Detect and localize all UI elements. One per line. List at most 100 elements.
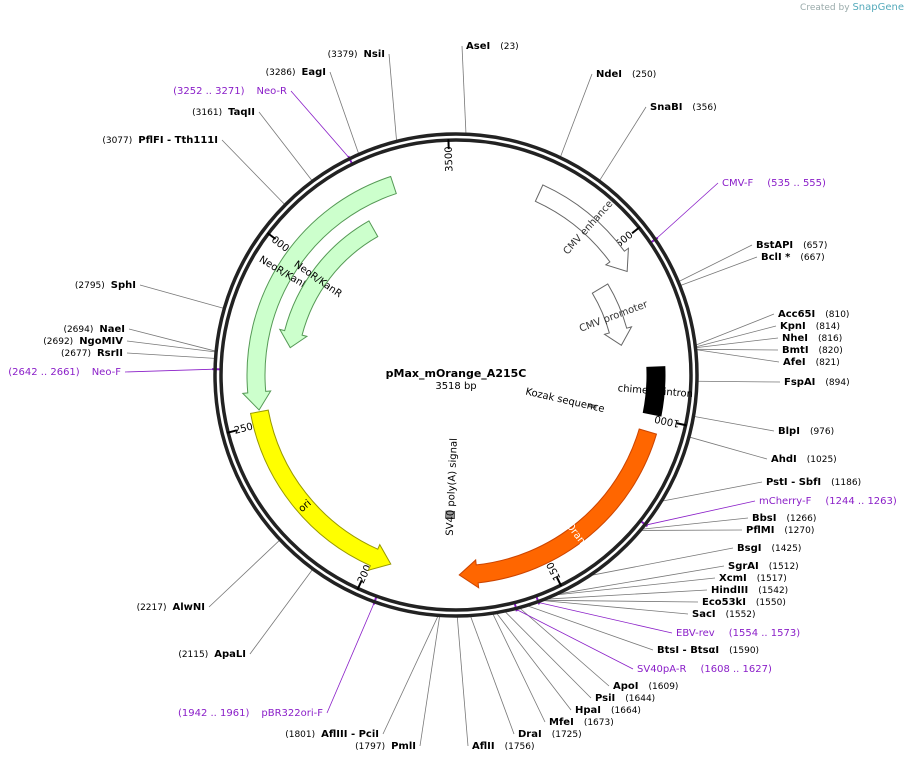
site-name: AlwNI [173,602,206,613]
enzyme-alwni[interactable]: AlwNI(2217) [137,602,205,613]
enzyme-pmli[interactable]: PmlI(1797) [355,741,416,752]
enzyme-leader [696,325,777,348]
enzyme-xcmi[interactable]: XcmI(1517) [719,573,787,584]
primer-cmv-f[interactable]: CMV-F(535 .. 555) [722,178,826,189]
backbone-inner-strand [219,138,693,612]
site-position: (3286) [266,68,296,78]
tick-mark [226,429,238,434]
enzyme-bbsi[interactable]: BbsI(1266) [752,513,816,524]
site-name: HindIII [711,585,748,596]
enzyme-leader [591,547,734,576]
enzyme-snabi[interactable]: SnaBI(356) [650,102,717,113]
enzyme-psti-sbfi[interactable]: PstI - SbfI(1186) [766,477,861,488]
enzyme-bsgi[interactable]: BsgI(1425) [737,543,801,554]
site-position: (2677) [61,349,91,359]
enzyme-leader [678,244,753,282]
enzyme-leader [388,53,397,141]
enzyme-ahdi[interactable]: AhdI(1025) [771,454,837,465]
enzyme-naei[interactable]: NaeI(2694) [63,324,125,335]
site-name: Neo-R [257,86,288,97]
enzyme-fspai[interactable]: FspAI(894) [784,377,850,388]
enzyme-apali[interactable]: ApaLI(2115) [178,649,246,660]
site-position: (1590) [729,646,759,656]
site-position: (1517) [757,574,787,584]
enzyme-blpi[interactable]: BlpI(976) [778,426,834,437]
enzyme-leader [249,569,313,655]
enzyme-leader [382,616,439,735]
site-name: BtsI - BtsαI [657,645,719,656]
enzyme-apoi[interactable]: ApoI(1609) [613,681,678,692]
primer-pbr322ori-f[interactable]: pBR322ori-F(1942 .. 1961) [178,708,323,719]
enzyme-acc65i[interactable]: Acc65I(810) [778,309,849,320]
enzyme-drai[interactable]: DraI(1725) [518,729,582,740]
enzyme-btsi-bts-i[interactable]: BtsI - BtsαI (1590) [657,645,759,656]
enzyme-bcli[interactable]: BclI *(667) [761,252,825,263]
site-name: EBV-rev [676,628,715,639]
site-name: SgrAI [728,561,759,572]
enzyme-leader [689,436,768,460]
site-name: pBR322ori-F [261,708,323,719]
backbone-outer-strand [213,132,699,618]
enzyme-eco53ki[interactable]: Eco53kI (1550) [702,597,786,608]
site-name: SacI [692,609,716,620]
site-position: (2692) [43,337,73,347]
enzyme-asei[interactable]: AseI(23) [466,41,519,52]
tick-mark [631,226,641,235]
primer-leader [655,182,719,240]
enzyme-hpai[interactable]: HpaI(1664) [575,705,641,716]
feature-morange[interactable] [458,428,658,589]
feature-ori[interactable] [249,409,392,571]
enzyme-saci[interactable]: SacI(1552) [692,609,756,620]
enzyme-bstapi[interactable]: BstAPI(657) [756,240,827,251]
enzyme-taqii[interactable]: TaqII(3161) [192,107,255,118]
primer-neo-r[interactable]: Neo-R(3252 .. 3271) [173,86,287,97]
enzyme-sgrai[interactable]: SgrAI (1512) [728,561,799,572]
enzyme-rsrii[interactable]: RsrII(2677) [61,348,123,359]
enzyme-bmti[interactable]: BmtI(820) [782,345,843,356]
enzyme-psii[interactable]: PsiI(1644) [595,693,655,704]
site-name: Neo-F [92,367,122,378]
site-position: (1797) [355,742,385,752]
site-name: PflFI - Tth111I [138,135,218,146]
site-position: (1542) [758,586,788,596]
site-position: (1025) [807,455,837,465]
site-name: Eco53kI [702,597,746,608]
site-name: BclI * [761,252,791,263]
enzyme-aflii[interactable]: AflII(1756) [472,741,535,752]
feature-chimeric-intron[interactable] [642,366,666,417]
enzyme-leader [642,517,749,530]
site-name: BlpI [778,426,800,437]
primer-ebv-rev[interactable]: EBV-rev(1554 .. 1573) [676,628,800,639]
primer-neo-f[interactable]: Neo-F(2642 .. 2661) [8,367,121,378]
enzyme-eagi[interactable]: EagI(3286) [266,67,326,78]
enzyme-afei[interactable]: AfeI(821) [783,357,840,368]
enzyme-mfei[interactable]: MfeI(1673) [549,717,614,728]
enzyme-pflfi-tth111i[interactable]: PflFI - Tth111I(3077) [102,135,218,146]
enzyme-pflmi[interactable]: PflMI(1270) [746,525,814,536]
enzyme-leader [547,589,708,600]
site-position: (1425) [771,544,801,554]
site-position: (1550) [756,598,786,608]
site-position: (820) [819,346,843,356]
enzyme-kpni[interactable]: KpnI(814) [780,321,840,332]
enzyme-ngomiv[interactable]: NgoMIV(2692) [43,336,123,347]
feature-cmv-enhancer[interactable] [534,184,629,273]
primer-sv40pa-r[interactable]: SV40pA-R(1608 .. 1627) [637,664,772,675]
primer-mcherry-f[interactable]: mCherry-F(1244 .. 1263) [759,496,897,507]
enzyme-afliii-pcii[interactable]: AflIII - PciI(1801) [285,729,379,740]
feature-neor-kanr[interactable] [241,175,397,411]
feature-neor-kanr[interactable] [278,220,379,349]
tick-mark [266,232,277,240]
enzyme-leader [599,106,647,181]
enzyme-hindiii[interactable]: HindIII (1542) [711,585,788,596]
site-position: (1512) [769,562,799,572]
enzyme-leader [126,352,215,359]
feature-kozak-sequence[interactable] [588,403,597,409]
enzyme-sphi[interactable]: SphI(2795) [75,280,136,291]
feature-sv40-poly-a-signal[interactable] [444,510,456,519]
site-position: (1673) [584,718,614,728]
enzyme-nsii[interactable]: NsiI(3379) [328,49,385,60]
enzyme-nhei[interactable]: NheI(816) [782,333,842,344]
enzyme-ndei[interactable]: NdeI(250) [596,69,656,80]
feature-cmv-promoter[interactable] [591,283,633,347]
